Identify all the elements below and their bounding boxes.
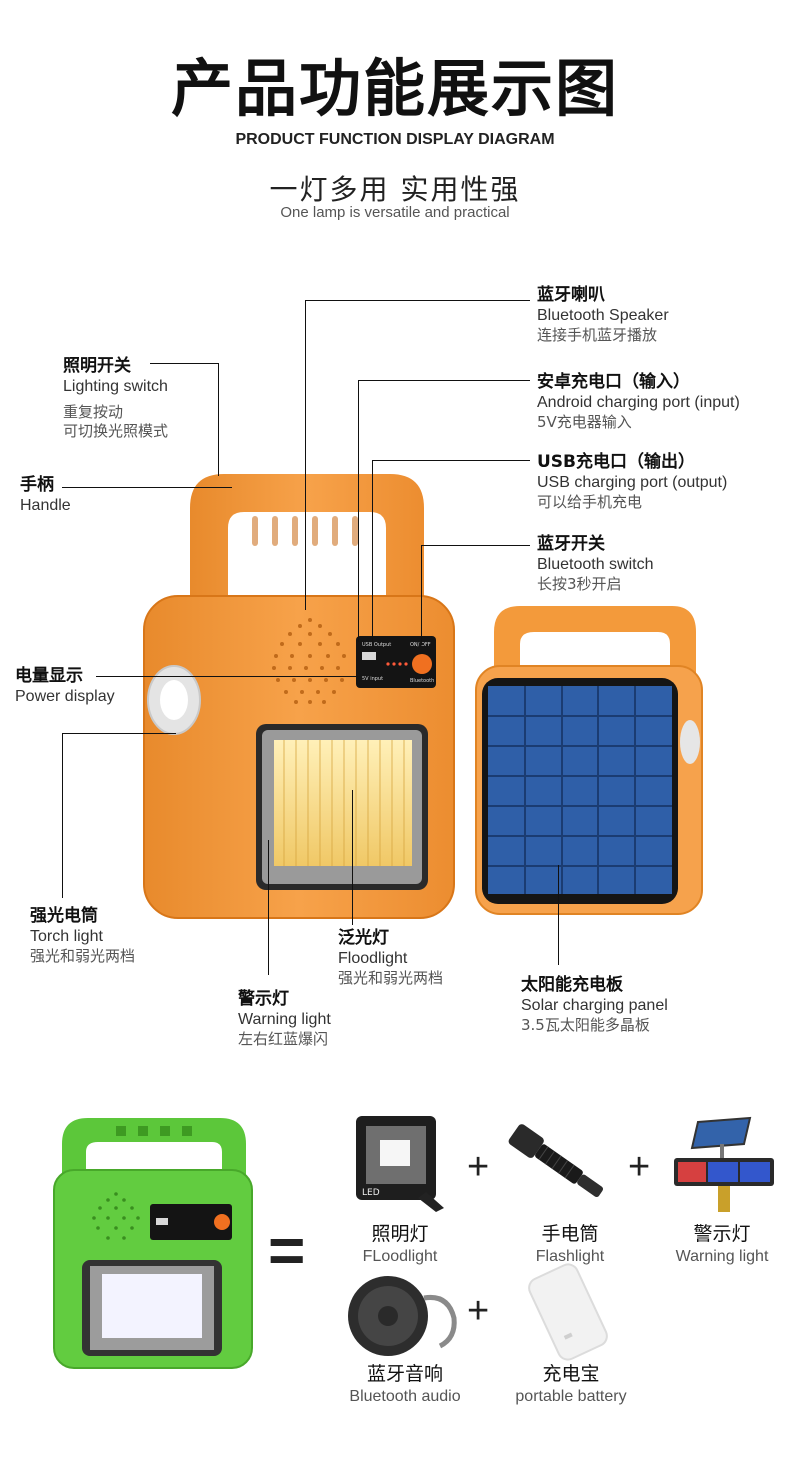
leader-lighting-switch-v bbox=[218, 363, 219, 476]
panel-on-off: ON/ OFF bbox=[410, 642, 431, 648]
leader-bluetooth-speaker-v bbox=[305, 300, 306, 610]
warning-light-icon bbox=[674, 1116, 774, 1212]
page-title-english: PRODUCT FUNCTION DISPLAY DIAGRAM bbox=[235, 131, 555, 148]
caption-warning-light: 警示灯 Warning light bbox=[675, 1223, 769, 1265]
green-lamp-illustration bbox=[53, 1118, 253, 1369]
callout-handle: 手柄 Handle bbox=[20, 475, 71, 515]
power-bank-icon bbox=[528, 1263, 608, 1361]
leader-usb-port-v bbox=[372, 460, 373, 645]
leader-android-port-v bbox=[358, 380, 359, 642]
orange-lamp-illustration: USB Output ON/ OFF 5V input Bluetooth bbox=[143, 474, 455, 919]
leader-android-port-h bbox=[358, 380, 530, 381]
leader-handle bbox=[62, 487, 232, 488]
plus-sign-1: + bbox=[467, 1146, 490, 1188]
callout-warning: 警示灯 Warning light 左右红蓝爆闪 bbox=[238, 989, 331, 1049]
callout-android-port: 安卓充电口（输入） Android charging port (input) … bbox=[537, 372, 740, 432]
page-subtitle: 一灯多用 实用性强 bbox=[269, 173, 521, 206]
panel-input: 5V input bbox=[362, 676, 383, 682]
plus-sign-2: + bbox=[628, 1146, 651, 1188]
leader-torch-v bbox=[62, 733, 63, 898]
leader-bluetooth-switch-v bbox=[421, 545, 422, 645]
leader-bluetooth-switch-h bbox=[421, 545, 530, 546]
equals-sign: = bbox=[268, 1214, 306, 1286]
callout-floodlight: 泛光灯 Floodlight 强光和弱光两档 bbox=[338, 928, 444, 988]
caption-portable-battery: 充电宝 portable battery bbox=[515, 1363, 627, 1405]
floodlight-led-badge: LED bbox=[362, 1188, 380, 1198]
caption-flashlight: 手电筒 Flashlight bbox=[535, 1223, 605, 1265]
panel-usb-output: USB Output bbox=[362, 642, 391, 648]
solar-lamp-illustration bbox=[475, 606, 703, 915]
flashlight-icon bbox=[508, 1124, 604, 1197]
callout-bluetooth-speaker: 蓝牙喇叭 Bluetooth Speaker 连接手机蓝牙播放 bbox=[537, 285, 669, 345]
callout-torch: 强光电筒 Torch light 强光和弱光两档 bbox=[30, 906, 136, 966]
caption-bluetooth-audio: 蓝牙音响 Bluetooth audio bbox=[349, 1363, 461, 1405]
callout-usb-port: USB充电口（输出） USB charging port (output) 可以… bbox=[537, 452, 728, 512]
callout-power-display: 电量显示 Power display bbox=[15, 666, 115, 706]
caption-floodlight: 照明灯 FLoodlight bbox=[362, 1223, 438, 1265]
panel-bluetooth: Bluetooth bbox=[410, 678, 434, 684]
leader-solar bbox=[558, 865, 559, 965]
callout-solar: 太阳能充电板 Solar charging panel 3.5瓦太阳能多晶板 bbox=[521, 975, 668, 1035]
leader-lighting-switch-h bbox=[150, 363, 218, 364]
page-title: 产品功能展示图 bbox=[170, 52, 619, 125]
plus-sign-3: + bbox=[467, 1290, 490, 1332]
callout-bluetooth-switch: 蓝牙开关 Bluetooth switch 长按3秒开启 bbox=[537, 534, 654, 594]
floodlight-icon: LED bbox=[356, 1116, 444, 1212]
bluetooth-speaker-icon bbox=[348, 1276, 457, 1356]
page-subtitle-english: One lamp is versatile and practical bbox=[280, 204, 510, 221]
leader-usb-port-h bbox=[372, 460, 530, 461]
callout-lighting-switch: 照明开关 Lighting switch 重复按动 可切换光照模式 bbox=[63, 356, 169, 440]
leader-floodlight bbox=[352, 790, 353, 925]
leader-torch-h bbox=[62, 733, 176, 734]
leader-power-display bbox=[96, 676, 358, 677]
leader-bluetooth-speaker-h bbox=[305, 300, 530, 301]
leader-warning bbox=[268, 840, 269, 975]
